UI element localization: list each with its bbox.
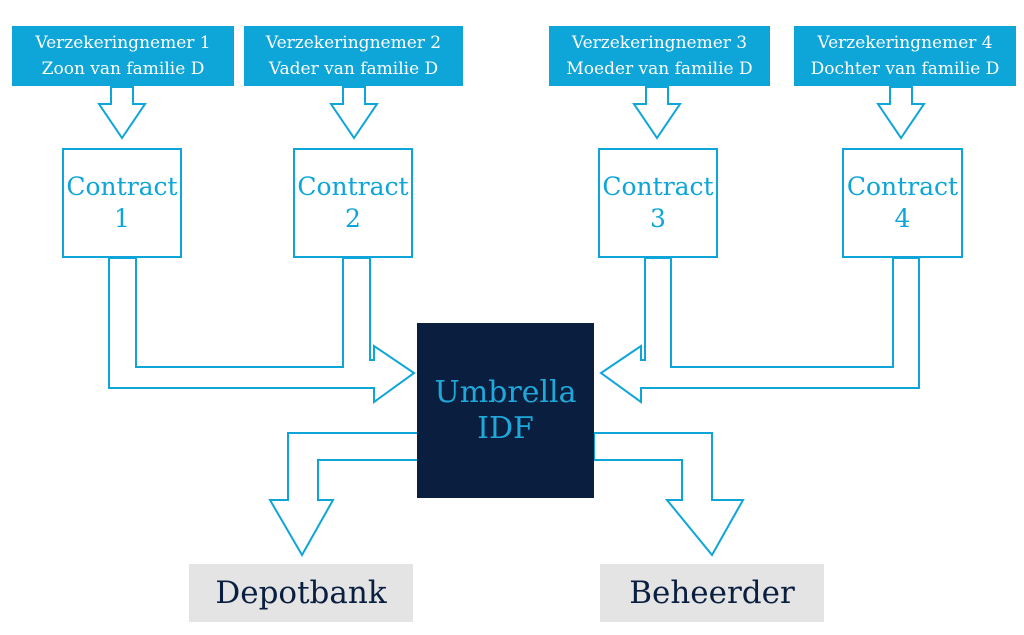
holder-box-3: Verzekeringnemer 3 Moeder van familie D (549, 26, 770, 86)
arrow-umbrella-to-depotbank (268, 432, 419, 558)
contract-box-3: Contract 3 (598, 148, 718, 258)
holder-1-relation: Zoon van familie D (41, 59, 205, 79)
contract-box-4: Contract 4 (842, 148, 963, 258)
holder-2-name: Verzekeringnemer 2 (265, 33, 442, 53)
arrow-holder1-to-contract1 (97, 86, 147, 140)
beheerder-box: Beheerder (600, 564, 824, 622)
holder-box-2: Verzekeringnemer 2 Vader van familie D (244, 26, 463, 86)
arrow-contracts-right-to-umbrella (599, 257, 920, 404)
contract-4-label: Contract (846, 172, 959, 201)
holder-4-name: Verzekeringnemer 4 (817, 33, 993, 53)
umbrella-sublabel: IDF (477, 410, 534, 446)
contract-4-number: 4 (894, 204, 911, 233)
holder-box-4: Verzekeringnemer 4 Dochter van familie D (794, 26, 1016, 86)
depotbank-label: Depotbank (215, 575, 387, 611)
holder-1-name: Verzekeringnemer 1 (35, 33, 211, 53)
contract-3-label: Contract (602, 172, 714, 201)
contract-3-number: 3 (650, 204, 666, 233)
arrow-contracts-left-to-umbrella (108, 257, 416, 404)
holder-2-relation: Vader van familie D (268, 59, 439, 79)
arrow-umbrella-to-beheerder (593, 432, 745, 557)
holder-3-name: Verzekeringnemer 3 (571, 33, 748, 53)
holder-box-1: Verzekeringnemer 1 Zoon van familie D (12, 26, 234, 86)
umbrella-label: Umbrella (434, 374, 577, 410)
arrow-holder3-to-contract3 (632, 86, 682, 140)
contract-2-number: 2 (345, 204, 361, 233)
arrow-holder4-to-contract4 (876, 86, 926, 140)
contract-2-label: Contract (297, 172, 409, 201)
contract-1-number: 1 (114, 204, 130, 233)
beheerder-label: Beheerder (629, 575, 795, 611)
holder-4-relation: Dochter van familie D (810, 59, 1000, 79)
arrow-holder2-to-contract2 (329, 86, 379, 140)
depotbank-box: Depotbank (189, 564, 413, 622)
contract-box-1: Contract 1 (62, 148, 182, 258)
contract-box-2: Contract 2 (293, 148, 413, 258)
umbrella-idf-box: Umbrella IDF (417, 323, 594, 498)
contract-1-label: Contract (66, 172, 178, 201)
holder-3-relation: Moeder van familie D (566, 59, 753, 79)
